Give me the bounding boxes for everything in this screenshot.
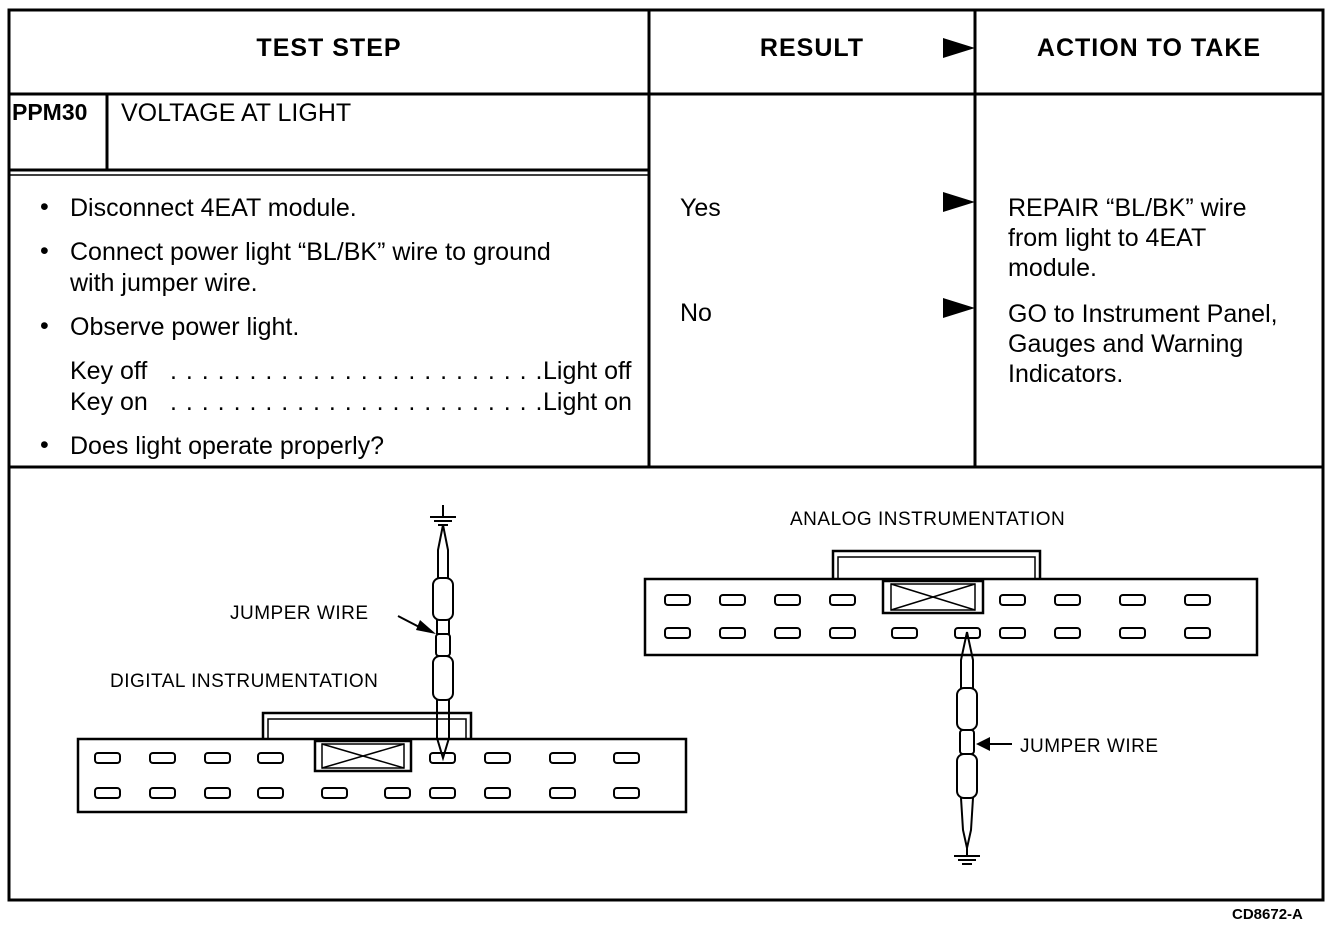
jumper-wire-label-left: JUMPER WIRE	[230, 603, 369, 624]
action-yes-line3: module.	[1008, 254, 1097, 282]
action-no-line3: Indicators.	[1008, 360, 1124, 388]
bullet-icon: •	[40, 312, 49, 340]
instruction-connect-cont: with jumper wire.	[70, 269, 258, 297]
jumper-arrow-right-icon	[976, 737, 990, 751]
digital-connector	[76, 737, 688, 814]
key-off-label: Key off	[70, 357, 148, 385]
analog-connector	[643, 577, 1259, 657]
instruction-connect: Connect power light “BL/BK” wire to grou…	[70, 238, 551, 266]
instruction-question: Does light operate properly?	[70, 432, 385, 460]
analog-instrumentation-label: ANALOG INSTRUMENTATION	[790, 509, 1066, 530]
key-on-value: Light on	[543, 388, 632, 416]
no-arrow-icon	[943, 298, 975, 318]
analog-pins-row-1	[664, 594, 1211, 606]
jumper-arrow-left-icon	[416, 620, 436, 634]
key-off-dots: . . . . . . . . . . . . . . . . . . . . …	[170, 357, 544, 385]
analog-jumper-wire	[954, 631, 980, 865]
key-off-value: Light off	[543, 357, 632, 385]
digital-pins-row-2	[94, 787, 640, 799]
figure-code: CD8672-A	[1232, 906, 1303, 923]
step-title: VOLTAGE AT LIGHT	[121, 99, 352, 127]
digital-jumper-wire	[430, 505, 456, 762]
instruction-observe: Observe power light.	[70, 313, 300, 341]
action-no-line2: Gauges and Warning	[1008, 330, 1244, 358]
bullet-icon: •	[40, 237, 49, 265]
key-on-dots: . . . . . . . . . . . . . . . . . . . . …	[170, 388, 544, 416]
instruction-disconnect: Disconnect 4EAT module.	[70, 194, 357, 222]
bullet-icon: •	[40, 193, 49, 221]
digital-pins-row-1	[94, 752, 640, 764]
analog-pins-row-2	[664, 627, 1211, 639]
action-yes-line1: REPAIR “BL/BK” wire	[1008, 194, 1247, 222]
header-result: RESULT	[759, 34, 865, 62]
header-action: ACTION TO TAKE	[1036, 34, 1262, 62]
action-yes-line2: from light to 4EAT	[1008, 224, 1207, 252]
step-id: PPM30	[12, 99, 88, 125]
jumper-wire-label-right: JUMPER WIRE	[1020, 736, 1159, 757]
result-yes: Yes	[680, 194, 721, 222]
digital-instrumentation-label: DIGITAL INSTRUMENTATION	[110, 671, 379, 692]
action-no-line1: GO to Instrument Panel,	[1008, 300, 1278, 328]
yes-arrow-icon	[943, 192, 975, 212]
header-arrow-icon	[943, 38, 975, 58]
result-no: No	[680, 299, 712, 327]
key-on-label: Key on	[70, 388, 148, 416]
header-test-step: TEST STEP	[256, 34, 402, 62]
bullet-icon: •	[40, 431, 49, 459]
